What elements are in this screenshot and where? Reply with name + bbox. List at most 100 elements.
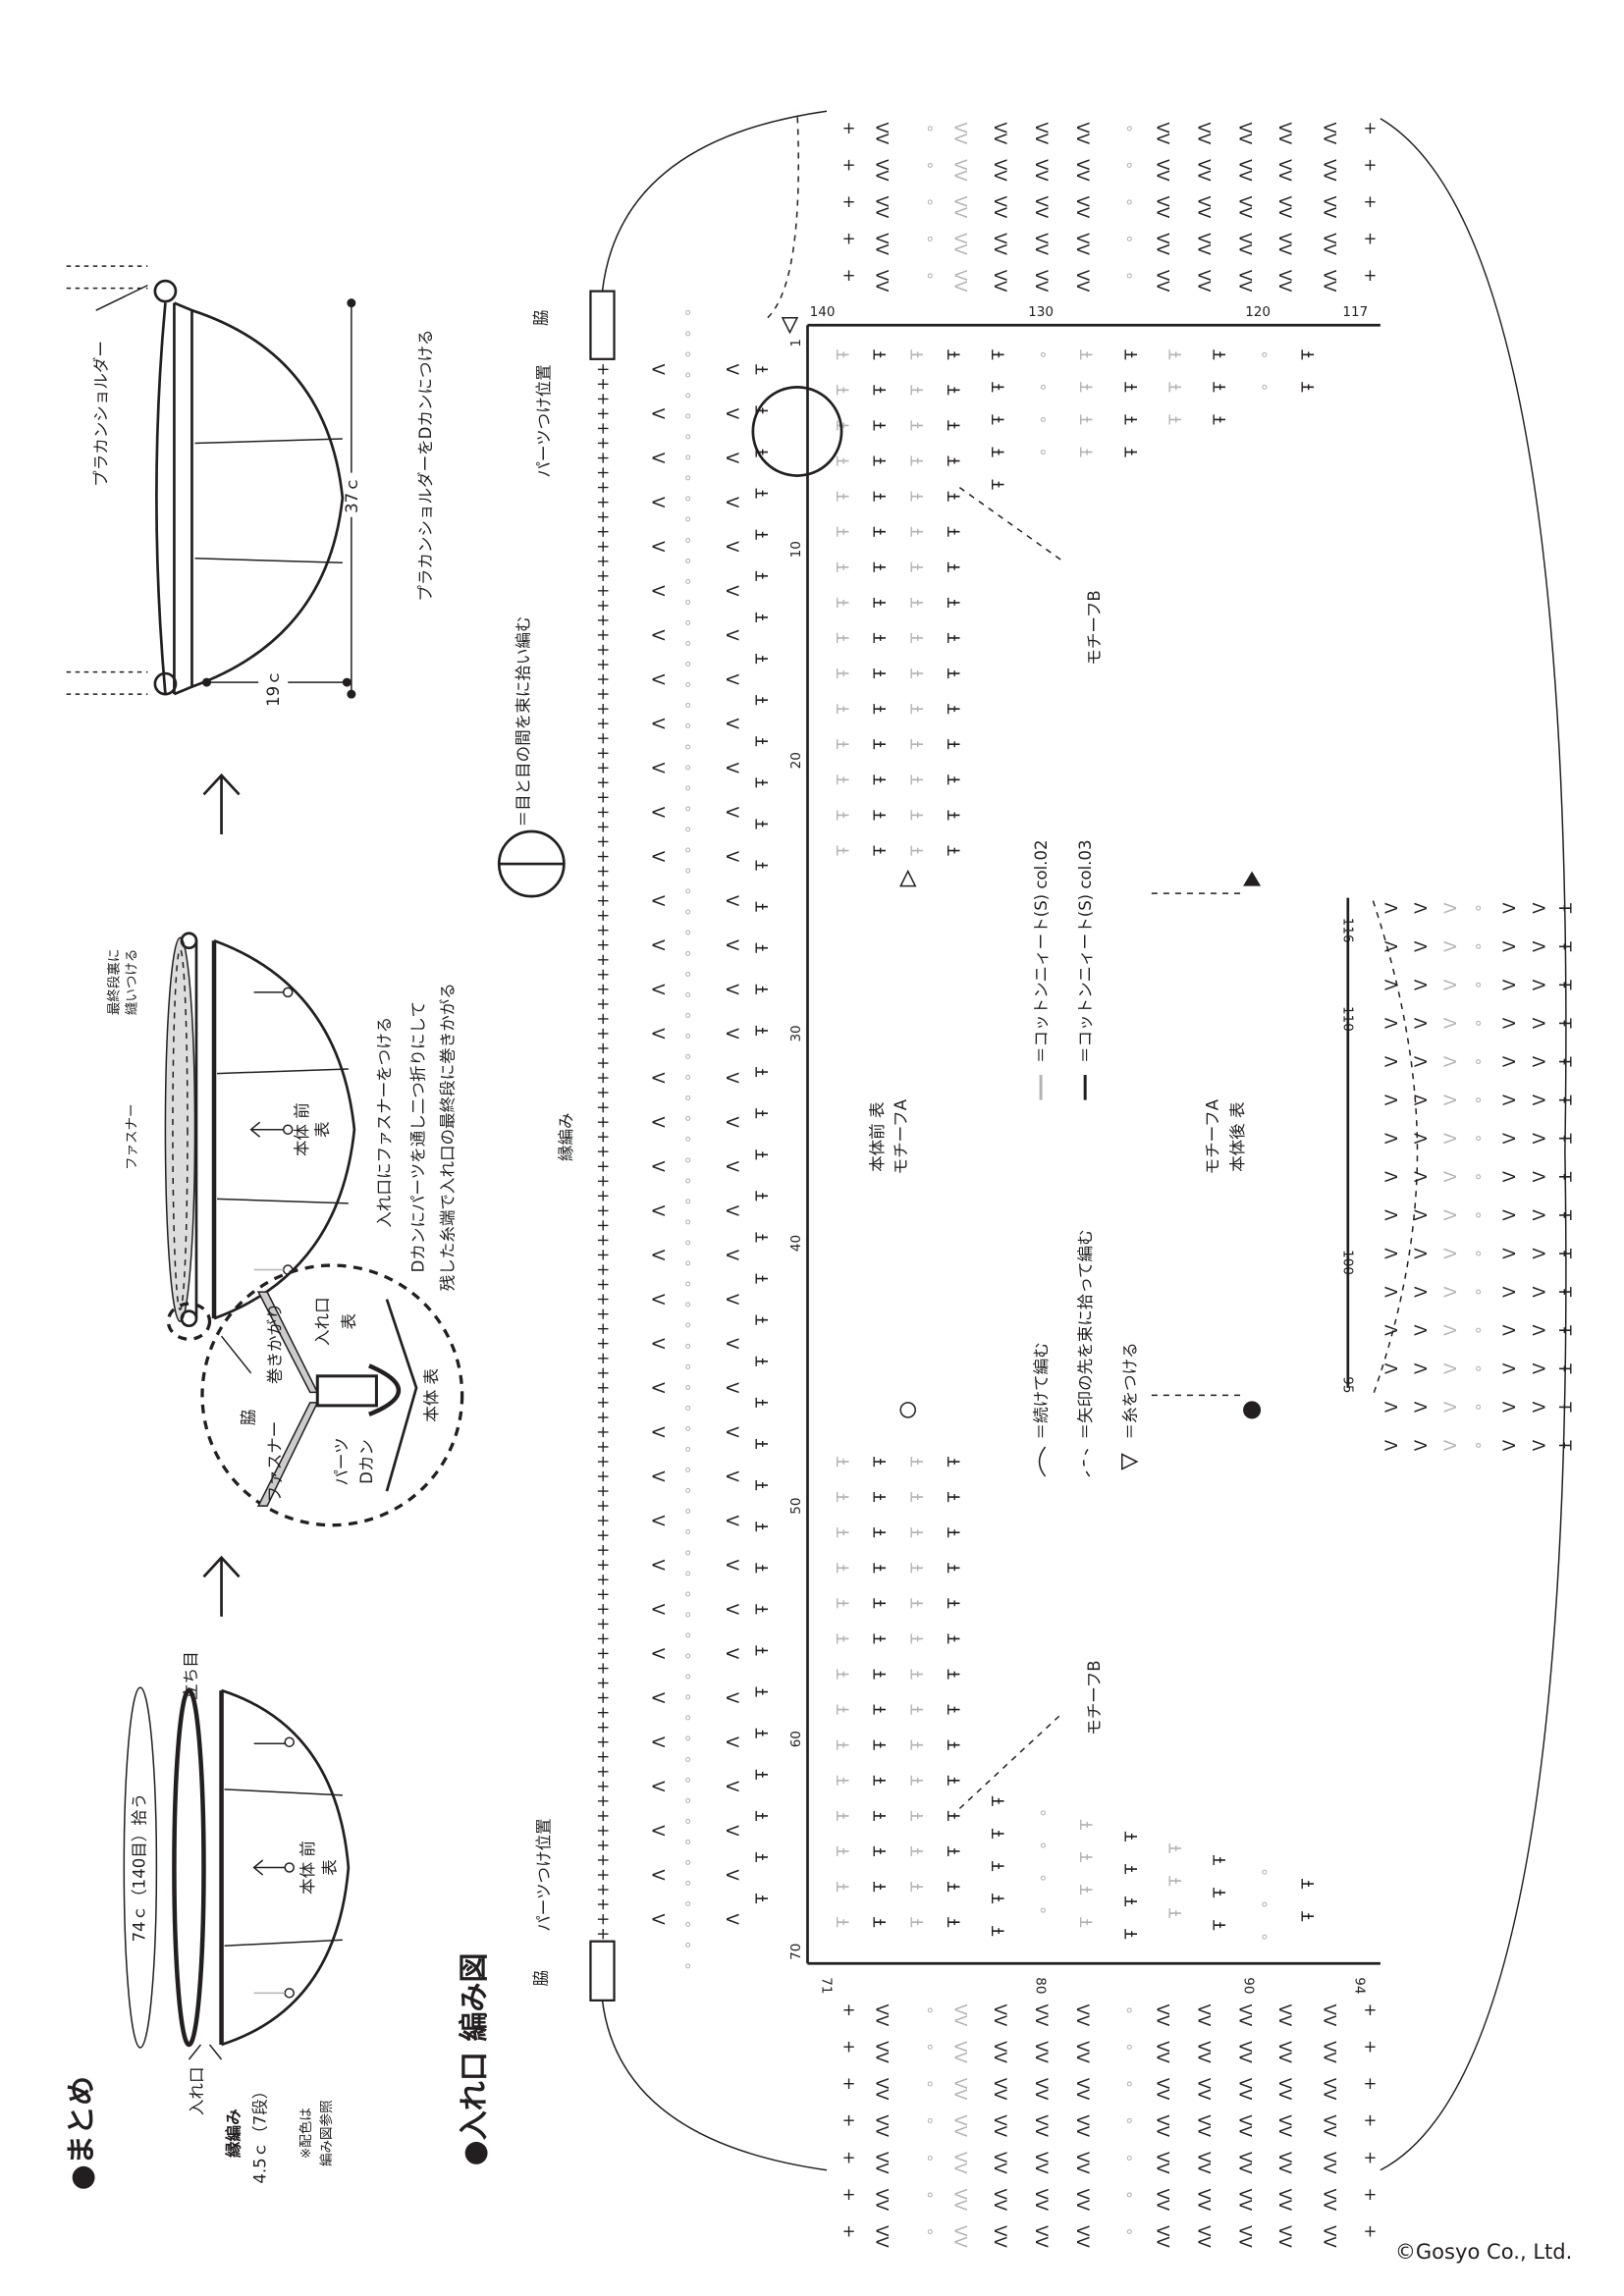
stitch-symbol: ΛΛ bbox=[1034, 2224, 1053, 2247]
legend-continue: ＝続けて編む bbox=[1032, 1342, 1051, 1439]
stitch-symbol: ∘ bbox=[683, 634, 693, 653]
stitch-symbol: ΛΛ bbox=[1075, 2114, 1094, 2137]
stitch-symbol: + bbox=[593, 805, 612, 819]
stitch-symbol: Λ bbox=[1410, 1440, 1429, 1452]
stitch-symbol: + bbox=[593, 1587, 612, 1601]
stitch-symbol: ΛΛ bbox=[952, 2114, 971, 2137]
stitch-symbol: V bbox=[723, 1604, 741, 1616]
stitch-symbol: + bbox=[593, 407, 612, 421]
stitch-symbol: Λ bbox=[1499, 1018, 1518, 1030]
stitch-symbol: ΛΛ bbox=[1034, 233, 1053, 255]
stitch-symbol: ∘ bbox=[683, 1564, 693, 1582]
stitch-symbol: + bbox=[593, 1750, 612, 1764]
stitch-symbol: + bbox=[593, 1145, 612, 1158]
stitch-symbol: Ŧ bbox=[1555, 1055, 1574, 1067]
stitch-symbol: ∘ bbox=[683, 1005, 693, 1024]
stitch-symbol: Ŧ bbox=[835, 1881, 853, 1893]
stitch-symbol: Ŧ bbox=[1122, 447, 1141, 458]
stitch-symbol: ΛΛ bbox=[1237, 2114, 1256, 2137]
stitch-symbol: + bbox=[593, 1322, 612, 1336]
stitch-symbol: ∘ bbox=[683, 1192, 693, 1210]
stitch-symbol: ∘ bbox=[1470, 1249, 1489, 1258]
stitch-symbol: Λ bbox=[1499, 1325, 1518, 1337]
stitch-symbol: Λ bbox=[1499, 1363, 1518, 1375]
stitch-symbol: Ŧ bbox=[753, 694, 772, 706]
stitch-symbol: ΛΛ bbox=[1277, 233, 1296, 255]
stitch-symbol: + bbox=[593, 821, 612, 834]
stitch-symbol: V bbox=[649, 1205, 668, 1217]
stitch-symbol: Λ bbox=[1440, 941, 1459, 953]
stitch-symbol: + bbox=[593, 1735, 612, 1749]
stitch-symbol: ΛΛ bbox=[1237, 2151, 1256, 2173]
stitch-symbol: + bbox=[593, 983, 612, 996]
stitch-symbol: Λ bbox=[1529, 1402, 1547, 1414]
stitch-symbol: ∘ bbox=[683, 820, 693, 838]
stitch-symbol: ∘ bbox=[683, 1708, 693, 1727]
stitch-symbol: Ŧ bbox=[835, 1916, 853, 1928]
detail-zipper-label: ファスナー bbox=[266, 1421, 285, 1503]
stitch-symbol: ΛΛ bbox=[952, 233, 971, 255]
stitch-symbol: ΛΛ bbox=[1155, 158, 1173, 181]
stitch-symbol: Ŧ bbox=[1211, 381, 1229, 393]
stitch-symbol: Λ bbox=[1440, 1363, 1459, 1375]
stitch-symbol: Ŧ bbox=[871, 1491, 890, 1503]
stitch-symbol: ΛΛ bbox=[1034, 2188, 1053, 2211]
stitch-symbol: Λ bbox=[1380, 980, 1399, 991]
stitch-symbol: ΛΛ bbox=[1237, 195, 1256, 218]
stitch-symbol: ∘ bbox=[683, 1295, 693, 1313]
stitch-symbol: ∘ bbox=[1124, 2148, 1134, 2166]
stitch-symbol: V bbox=[723, 1250, 741, 1261]
stitch-symbol: Ŧ bbox=[945, 420, 963, 432]
stitch-symbol: ΛΛ bbox=[952, 122, 971, 144]
stitch-symbol: Ŧ bbox=[871, 1845, 890, 1857]
stitch-symbol: Ŧ bbox=[945, 348, 963, 360]
stitch-symbol: + bbox=[593, 746, 612, 760]
stitch-symbol: Ŧ bbox=[1122, 1928, 1141, 1940]
stitch-symbol: Ŧ bbox=[871, 1526, 890, 1538]
stitch-symbol: Λ bbox=[1380, 1133, 1399, 1145]
stitch-symbol: ΛΛ bbox=[1155, 122, 1173, 144]
stitch-symbol: ΛΛ bbox=[992, 2003, 1010, 2026]
stitch-symbol: Λ bbox=[1410, 1018, 1429, 1030]
stitch-symbol: V bbox=[723, 453, 741, 464]
stitch-symbol: Ŧ bbox=[835, 384, 853, 396]
stitch-symbol: + bbox=[842, 2111, 856, 2130]
stitch-symbol: ∘ bbox=[1470, 1018, 1489, 1028]
stitch-symbol: Ŧ bbox=[1299, 1878, 1318, 1890]
stitch-symbol: Ŧ bbox=[753, 1025, 772, 1037]
stitch-symbol: ΛΛ bbox=[952, 2003, 971, 2026]
stitch-symbol: Ŧ bbox=[945, 384, 963, 396]
stitch-symbol: ∘ bbox=[683, 1729, 693, 1747]
stitch-symbol: + bbox=[593, 1115, 612, 1129]
stitch-symbol: ∘ bbox=[683, 1749, 693, 1768]
stitch-symbol: + bbox=[593, 717, 612, 730]
stitch-symbol: + bbox=[1363, 266, 1377, 285]
stitch-symbol: Ŧ bbox=[945, 1916, 963, 1928]
stitch-symbol: ΛΛ bbox=[1277, 122, 1296, 144]
stitch-symbol: Ŧ bbox=[1078, 447, 1097, 458]
stitch-symbol: ΛΛ bbox=[1322, 122, 1340, 144]
stitch-symbol: Λ bbox=[1440, 1248, 1459, 1259]
chart-frame bbox=[497, 110, 1567, 2171]
stitch-symbol: ΛΛ bbox=[1277, 2077, 1296, 2100]
stitch-symbol: + bbox=[593, 790, 612, 804]
stitch-symbol: Ŧ bbox=[1166, 381, 1185, 393]
stitch-symbol: ∘ bbox=[1255, 1867, 1273, 1877]
legend-col03: ＝コットンニィート(S) col.03 bbox=[1076, 840, 1095, 1064]
stitch-symbol: Ŧ bbox=[989, 479, 1007, 491]
stitch-symbol: V bbox=[649, 1072, 668, 1084]
stitch-symbol: Λ bbox=[1440, 1209, 1459, 1221]
stitch-symbol: Ŧ bbox=[945, 738, 963, 750]
stitch-symbol: + bbox=[593, 1411, 612, 1424]
stitch-symbol: Ŧ bbox=[753, 529, 772, 541]
stitch-symbol: Ŧ bbox=[908, 1845, 927, 1857]
stitch-symbol: Λ bbox=[1380, 1171, 1399, 1183]
stitch-symbol: V bbox=[723, 1161, 741, 1173]
legend-col02: ＝コットンニィート(S) col.02 bbox=[1032, 840, 1051, 1064]
stitch-symbol: Ŧ bbox=[1078, 1819, 1097, 1831]
stitch-symbol: ΛΛ bbox=[1075, 158, 1094, 181]
stitch-symbol: ΛΛ bbox=[1277, 195, 1296, 218]
stitch-symbol: + bbox=[593, 510, 612, 524]
stitch-symbol: + bbox=[593, 938, 612, 952]
